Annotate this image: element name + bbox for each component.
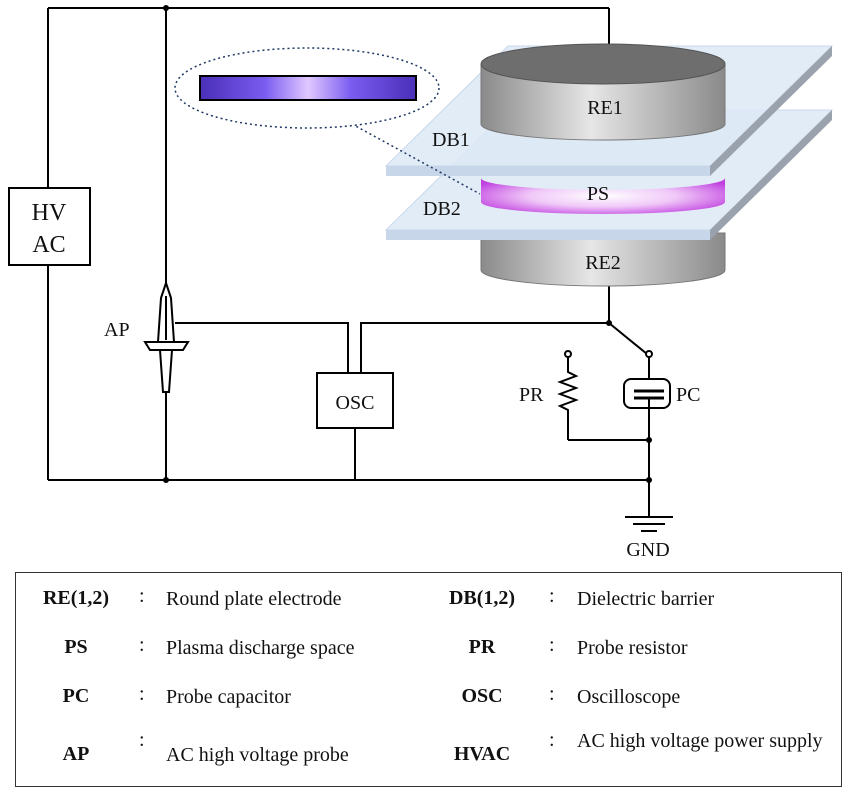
legend-abbr: PS xyxy=(64,636,88,658)
hvac-label-top: HV xyxy=(32,200,67,226)
legend-abbr: RE(1,2) xyxy=(42,587,110,609)
probe-resistor xyxy=(557,350,579,440)
legend-colon: : xyxy=(549,683,555,705)
osc-box: OSC xyxy=(316,372,394,429)
legend-desc: Dielectric barrier xyxy=(577,588,715,610)
plasma-photo xyxy=(199,75,417,101)
db1-label: DB1 xyxy=(432,129,470,151)
pr-label: PR xyxy=(519,384,544,406)
legend-desc: Round plate electrode xyxy=(166,588,342,610)
junctions xyxy=(163,5,652,483)
wires xyxy=(47,7,650,516)
re2-electrode: RE2 xyxy=(480,232,726,287)
ap-probe xyxy=(143,279,190,393)
legend-abbr: DB(1,2) xyxy=(448,587,516,609)
pc-label: PC xyxy=(676,384,700,406)
wire-ap-to-osc xyxy=(175,322,349,373)
gnd-label: GND xyxy=(626,539,669,561)
legend-row: AP : AC high voltage probe HVAC : AC hig… xyxy=(16,729,841,785)
legend-row: PS : Plasma discharge space PR : Probe r… xyxy=(16,634,841,674)
legend-abbr: OSC xyxy=(461,685,503,707)
legend-desc: AC high voltage probe xyxy=(166,744,349,766)
re2-label: RE2 xyxy=(585,252,621,274)
legend-colon: : xyxy=(139,634,145,656)
legend-colon: : xyxy=(139,683,145,705)
circuit-diagram: HV AC AP OSC PR PC GND RE2 xyxy=(8,5,834,561)
legend-abbr: PR xyxy=(468,636,496,658)
legend-abbr: AP xyxy=(62,743,90,765)
ap-label: AP xyxy=(104,319,130,341)
legend-abbr: HVAC xyxy=(453,743,511,765)
switch-arm xyxy=(608,322,648,355)
db2-label: DB2 xyxy=(423,198,461,220)
legend-abbr: PC xyxy=(62,685,90,707)
osc-label: OSC xyxy=(336,392,375,414)
legend-desc: Probe capacitor xyxy=(166,686,291,708)
plasma-discharge-space: PS xyxy=(481,178,725,214)
ps-label: PS xyxy=(587,183,609,205)
legend-colon: : xyxy=(139,729,145,751)
legend-colon: : xyxy=(549,729,555,751)
probe-capacitor xyxy=(623,350,671,409)
re1-label: RE1 xyxy=(587,97,623,119)
legend-colon: : xyxy=(139,585,145,607)
legend-row: PC : Probe capacitor OSC : Oscilloscope xyxy=(16,683,841,723)
legend-desc: AC high voltage power supply xyxy=(577,730,823,752)
re1-electrode: RE1 xyxy=(480,43,726,141)
legend-desc: Probe resistor xyxy=(577,637,688,659)
legend-desc: Oscilloscope xyxy=(577,686,681,708)
hvac-label-bottom: AC xyxy=(32,232,65,258)
legend-colon: : xyxy=(549,634,555,656)
legend-row: RE(1,2) : Round plate electrode DB(1,2) … xyxy=(16,585,841,625)
hvac-source: HV AC xyxy=(8,187,91,266)
legend-desc: Plasma discharge space xyxy=(166,637,355,659)
legend-colon: : xyxy=(549,585,555,607)
ground-symbol xyxy=(625,516,673,532)
wire-electrode-to-osc xyxy=(360,322,609,373)
legend-table: RE(1,2) : Round plate electrode DB(1,2) … xyxy=(15,572,842,787)
plasma-inset-callout xyxy=(174,47,481,195)
